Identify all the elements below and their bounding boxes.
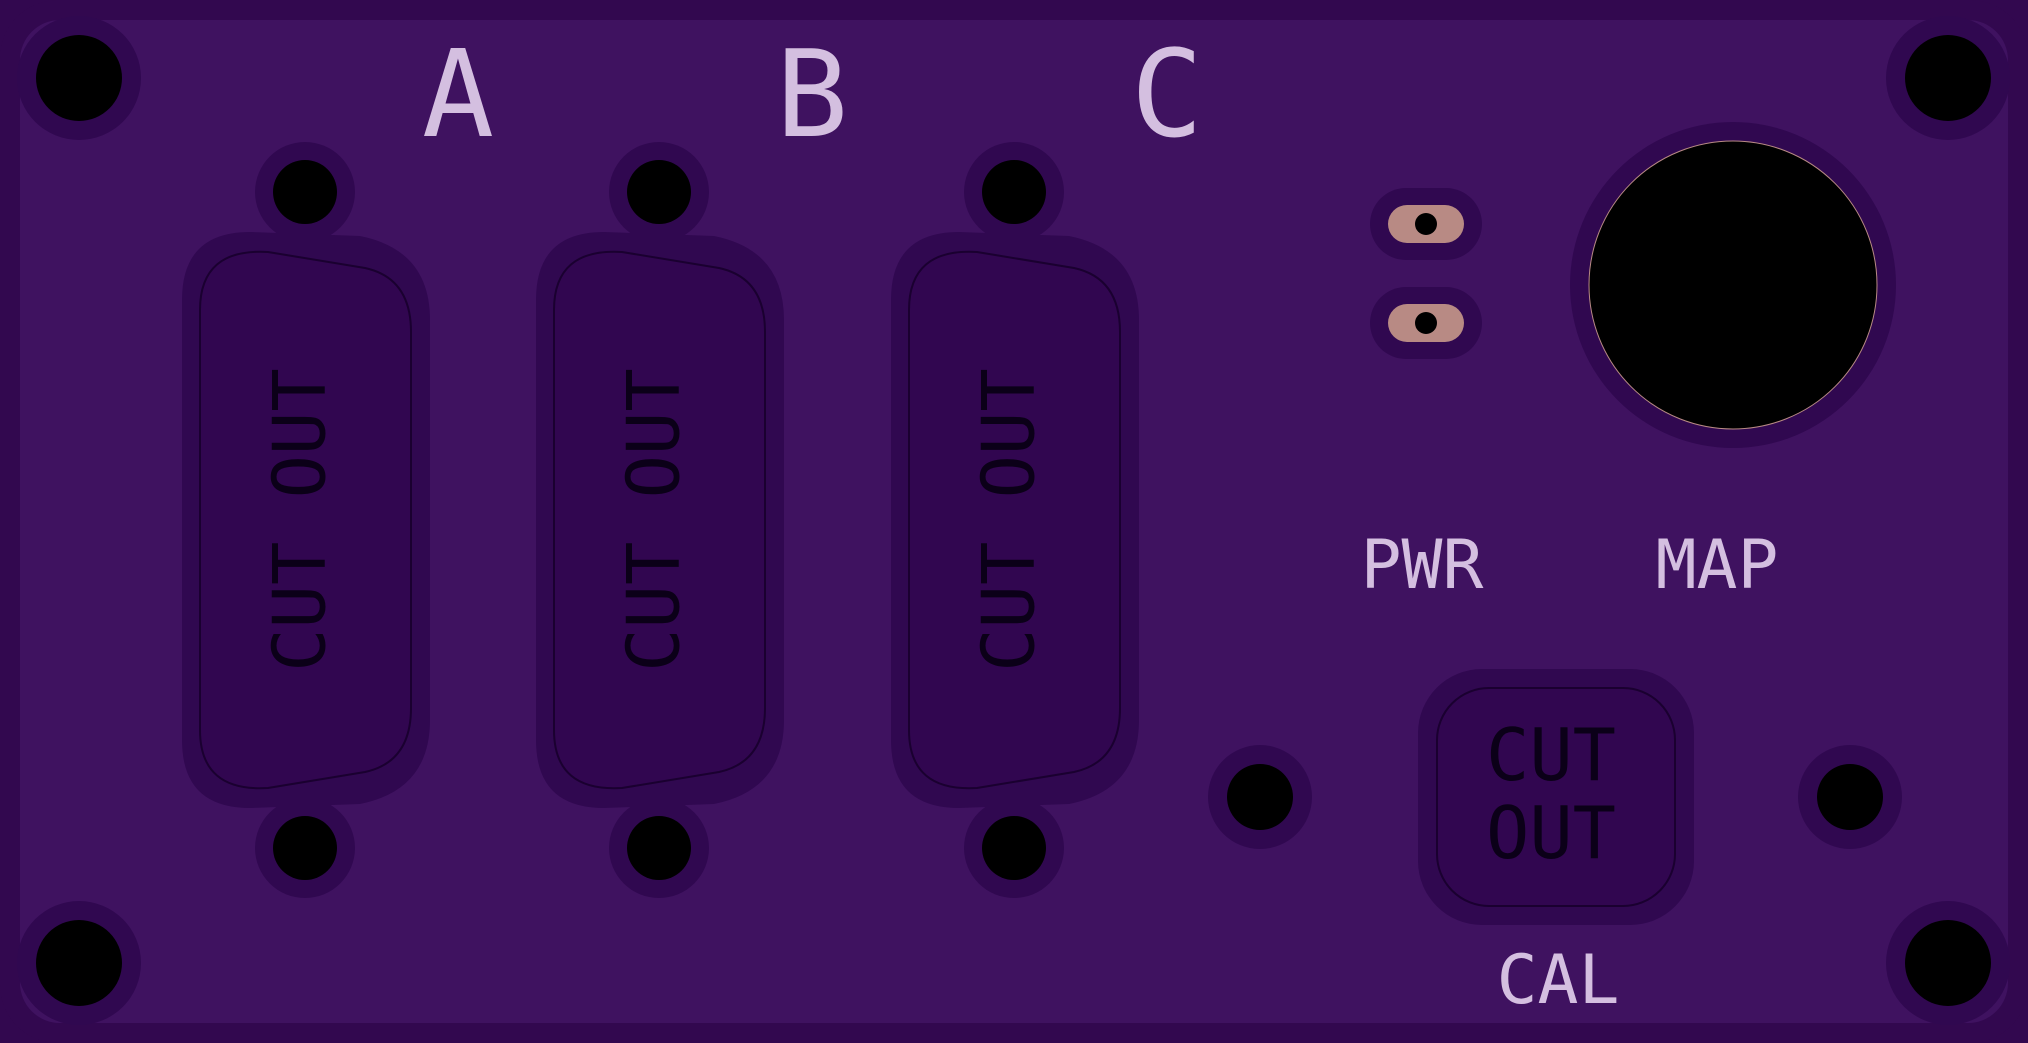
connector-cutout-b: CUT OUT bbox=[536, 142, 784, 898]
corner-mounting-holes bbox=[17, 16, 2010, 1025]
label-a: A bbox=[422, 26, 494, 165]
cal-cutout-outline bbox=[1436, 687, 1676, 907]
label-b: B bbox=[776, 26, 848, 165]
cutout-text-a: CUT OUT bbox=[258, 368, 342, 671]
label-pwr: PWR bbox=[1361, 526, 1484, 605]
label-map: MAP bbox=[1656, 526, 1779, 605]
map-hole bbox=[1570, 122, 1896, 448]
connector-cutout-c: CUT OUT bbox=[891, 142, 1139, 898]
mounting-hole-top-right bbox=[1886, 16, 2010, 140]
cal-side-holes bbox=[1208, 745, 1902, 849]
cutout-text-c: CUT OUT bbox=[967, 368, 1051, 671]
cutout-outline-a bbox=[199, 250, 412, 790]
cutout-outline-c bbox=[908, 250, 1121, 790]
cutout-text-b: CUT OUT bbox=[612, 368, 696, 671]
mounting-hole-bottom-left bbox=[17, 901, 141, 1025]
connector-cutout-a: CUT OUT bbox=[182, 142, 430, 898]
label-cal: CAL bbox=[1497, 941, 1620, 1020]
mounting-hole-bottom-right bbox=[1886, 901, 2010, 1025]
label-c: C bbox=[1131, 26, 1203, 165]
cal-cutout-text-line2: OUT bbox=[1486, 791, 1616, 875]
cal-button-cutout: CUT OUT bbox=[1418, 669, 1694, 925]
cal-cutout-text-line1: CUT bbox=[1486, 713, 1616, 797]
cutout-outline-b bbox=[553, 250, 766, 790]
mounting-hole-top-left bbox=[17, 16, 141, 140]
pwr-led bbox=[1370, 188, 1482, 359]
